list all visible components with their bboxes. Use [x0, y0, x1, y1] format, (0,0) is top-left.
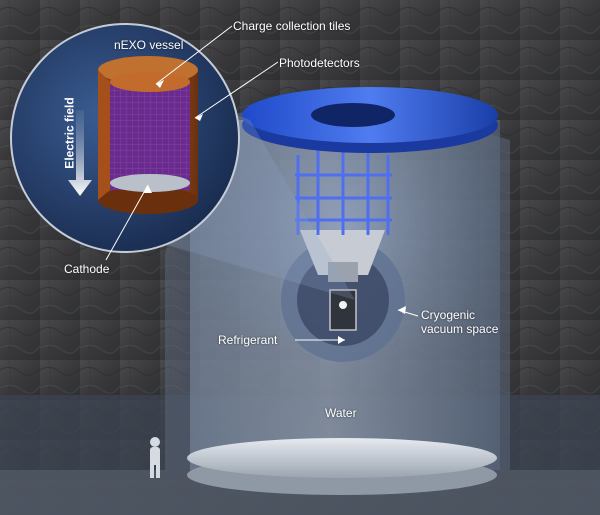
nexo-vessel: [98, 56, 198, 214]
base-platform: [187, 438, 497, 478]
leader-lines: [105, 25, 419, 341]
label-refrigerant: Refrigerant: [218, 333, 278, 347]
human-figure: [150, 437, 160, 478]
blue-scaffold: [295, 150, 392, 235]
label-nexo-vessel: nEXO vessel: [114, 38, 184, 52]
label-photodetectors: Photodetectors: [279, 56, 360, 70]
tpc-center: [339, 301, 347, 309]
arrowhead-cryogenic: [398, 306, 406, 314]
label-charge-collection-tiles: Charge collection tiles: [233, 19, 351, 33]
label-cryogenic: Cryogenic: [421, 308, 476, 322]
label-vacuum-space: vacuum space: [421, 322, 499, 336]
arrowhead-refrigerant: [338, 336, 345, 344]
electric-field-arrow: [68, 110, 92, 196]
arrowhead-tiles: [156, 80, 164, 88]
support-cone: [300, 230, 385, 275]
label-cathode: Cathode: [64, 262, 110, 276]
arrowhead-photodetectors: [195, 114, 203, 121]
support-neck: [328, 262, 358, 282]
tpc-vessel: [329, 289, 357, 331]
arrowhead-cathode: [144, 185, 152, 193]
label-water: Water: [325, 406, 357, 420]
label-electric-field: Electric field: [62, 97, 77, 169]
top-disk-hole: [311, 103, 395, 127]
